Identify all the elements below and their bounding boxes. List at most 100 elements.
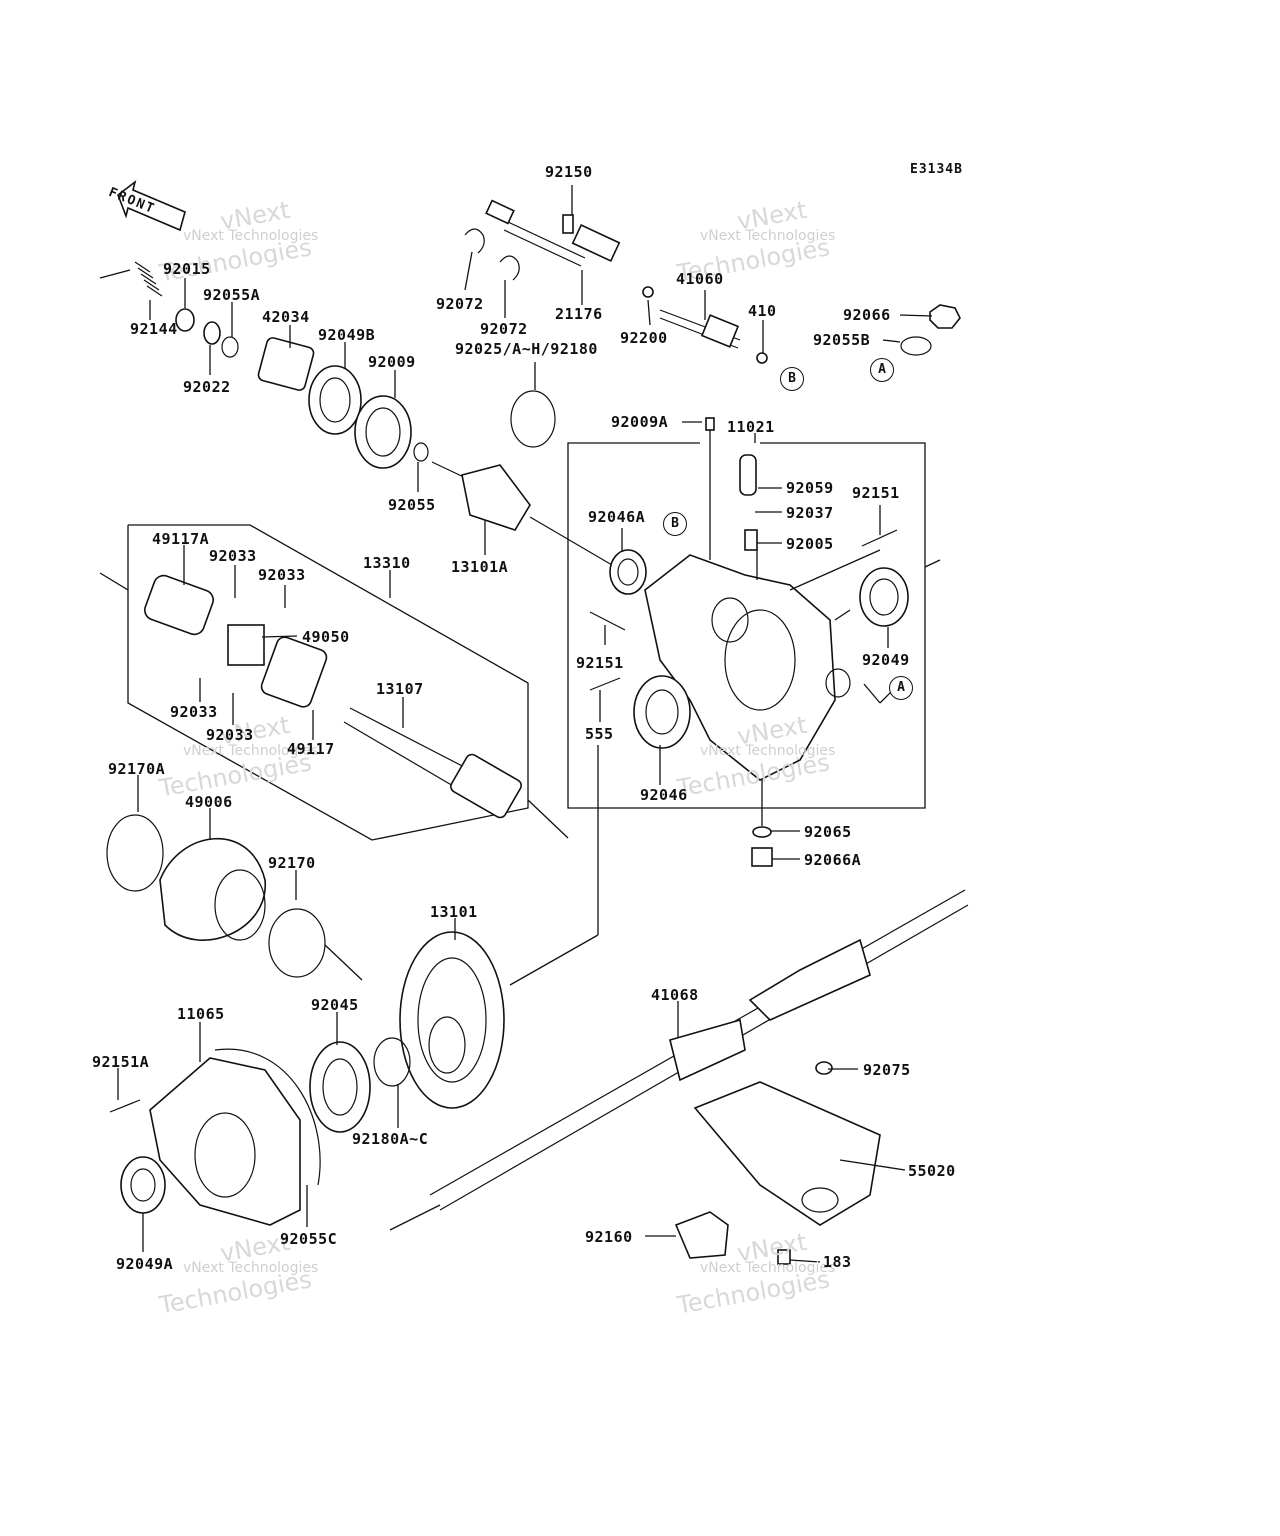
drain-plug-92066 [900,304,961,356]
part-label-92033[interactable]: 92033 [206,726,254,744]
part-label-92015[interactable]: 92015 [163,260,211,278]
part-label-11065[interactable]: 11065 [177,1005,225,1023]
hose-clamp-92072 [464,228,520,281]
cover-11065 [149,1048,321,1226]
boot-49006 [159,837,266,941]
part-label-92066[interactable]: 92066 [843,306,891,324]
part-label-41068[interactable]: 41068 [651,986,699,1004]
shim-92025 [510,390,556,448]
coupling-42034 [257,337,315,391]
bearing-92009 [354,395,412,469]
part-label-92037[interactable]: 92037 [786,504,834,522]
pinion-gear-13101A [431,461,613,566]
bearing-92046 [633,675,691,749]
plug-92066A [751,847,773,867]
washer-parts [175,308,239,358]
part-label-92160[interactable]: 92160 [585,1228,633,1246]
part-label-92009[interactable]: 92009 [368,353,416,371]
part-label-92144[interactable]: 92144 [130,320,178,338]
part-label-92033[interactable]: 92033 [209,547,257,565]
part-label-92005[interactable]: 92005 [786,535,834,553]
part-label-49117A[interactable]: 49117A [152,530,210,548]
reference-marker-a: A [889,676,913,700]
washer-92065 [752,826,772,838]
needle-bearing-92046A [609,549,647,595]
oil-seal-92049B [308,365,362,435]
final-gear-case [644,554,851,781]
reference-marker-b: B [780,367,804,391]
part-label-92049B[interactable]: 92049B [318,326,376,344]
universal-joint-49050 [144,574,328,708]
part-label-11021[interactable]: 11021 [727,418,775,436]
clamp-92170A [106,814,164,892]
part-label-92066A[interactable]: 92066A [804,851,862,869]
oil-seal-92049 [859,567,909,627]
speed-sensor-assembly [485,199,621,267]
part-label-92059[interactable]: 92059 [786,479,834,497]
bolt-92151A [109,1099,141,1113]
ring-gear-13101 [399,931,505,1109]
cap-92075 [815,1061,833,1075]
part-label-92072[interactable]: 92072 [480,320,528,338]
part-label-49006[interactable]: 49006 [185,793,233,811]
part-label-13101A[interactable]: 13101A [451,558,509,576]
stud-92151-right [861,529,898,547]
part-label-92150[interactable]: 92150 [545,163,593,181]
diagram-code: E3134B [910,162,963,177]
part-label-92072[interactable]: 92072 [436,295,484,313]
part-label-49117[interactable]: 49117 [287,740,335,758]
part-label-555[interactable]: 555 [585,725,614,743]
part-label-49050[interactable]: 49050 [302,628,350,646]
part-label-183[interactable]: 183 [823,1253,852,1271]
shim-92180 [373,1037,411,1087]
part-label-92055[interactable]: 92055 [388,496,436,514]
watermark-text: vNext Technologies [700,228,836,244]
part-label-92065[interactable]: 92065 [804,823,852,841]
pin-555 [589,677,621,691]
part-label-92151[interactable]: 92151 [576,654,624,672]
part-label-92033[interactable]: 92033 [258,566,306,584]
part-label-13101[interactable]: 13101 [430,903,478,921]
part-label-92170[interactable]: 92170 [268,854,316,872]
watermark-text: vNext Technologies [183,228,319,244]
part-label-92055B[interactable]: 92055B [813,331,871,349]
part-label-92049A[interactable]: 92049A [116,1255,174,1273]
axle-shaft-41068 [389,889,969,1231]
part-label-92025[interactable]: 92025/A~H/92180 [455,340,598,358]
part-label-92075[interactable]: 92075 [863,1061,911,1079]
part-label-92151[interactable]: 92151 [852,484,900,502]
part-label-42034[interactable]: 42034 [262,308,310,326]
part-label-13107[interactable]: 13107 [376,680,424,698]
part-label-92022[interactable]: 92022 [183,378,231,396]
part-label-21176[interactable]: 21176 [555,305,603,323]
part-label-13310[interactable]: 13310 [363,554,411,572]
reference-marker-b: B [663,512,687,536]
pin-11021 [739,454,757,496]
part-label-55020[interactable]: 55020 [908,1162,956,1180]
part-label-41060[interactable]: 41060 [676,270,724,288]
part-label-410[interactable]: 410 [748,302,777,320]
part-label-92046[interactable]: 92046 [640,786,688,804]
part-label-92033[interactable]: 92033 [170,703,218,721]
part-label-92046A[interactable]: 92046A [588,508,646,526]
part-label-92049[interactable]: 92049 [862,651,910,669]
part-label-92009A[interactable]: 92009A [611,413,669,431]
part-label-92170A[interactable]: 92170A [108,760,166,778]
part-label-92055A[interactable]: 92055A [203,286,261,304]
part-label-92151A[interactable]: 92151A [92,1053,150,1071]
bearing-92045 [309,1041,371,1133]
oil-seal-92049A [120,1156,166,1214]
block-92160 [674,1211,729,1259]
part-label-92180A-C[interactable]: 92180A~C [352,1130,429,1148]
spring-92144 [99,261,163,297]
part-label-92045[interactable]: 92045 [311,996,359,1014]
part-label-92200[interactable]: 92200 [620,329,668,347]
skid-plate-55020 [693,1081,881,1226]
oring-92055 [413,442,429,462]
watermark-text: vNext Technologies [700,1260,836,1276]
front-arrow-icon [117,179,186,232]
part-label-92055C[interactable]: 92055C [280,1230,338,1248]
gear-shaft-41060 [642,286,768,364]
screw-92009A [705,417,715,431]
